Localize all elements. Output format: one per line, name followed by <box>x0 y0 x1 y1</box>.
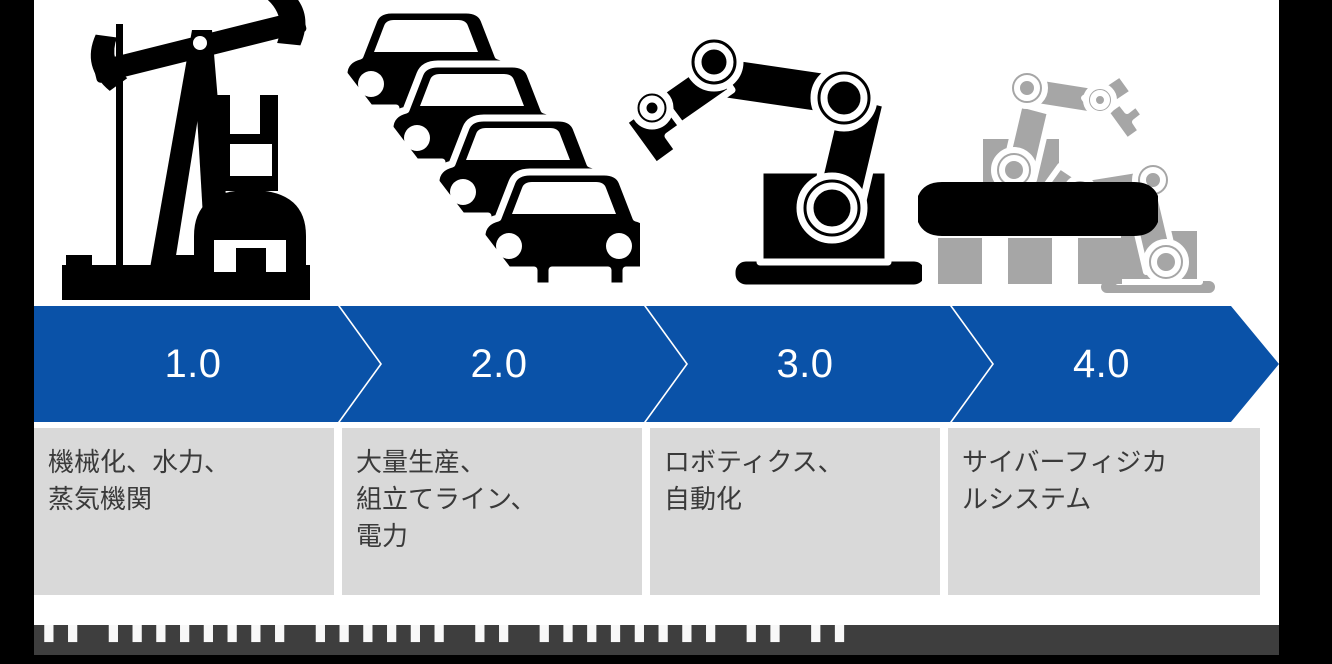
stage-arrow-3-label: 3.0 <box>776 342 834 386</box>
stage-description-band: 機械化、水力、 蒸気機関 大量生産、 組立てライン、 電力 ロボティクス、 自動… <box>34 428 1279 595</box>
slide-content-area: 1.0 2.0 3.0 4.0 機械化、水力、 蒸気機関 大量生産、 組立てライ… <box>34 0 1279 625</box>
stage-arrow-4-label: 4.0 <box>1072 342 1131 386</box>
stage-card-3-text: ロボティクス、 自動化 <box>664 447 844 514</box>
stage-card-2[interactable]: 大量生産、 組立てライン、 電力 <box>342 428 642 595</box>
stage-card-2-text: 大量生産、 組立てライン、 電力 <box>356 447 537 551</box>
oil-pumpjack-icon <box>44 0 334 300</box>
process-arrow-band: 1.0 2.0 3.0 4.0 <box>34 306 1279 422</box>
dual-robot-arms-icon <box>910 0 1270 300</box>
stage-card-3[interactable]: ロボティクス、 自動化 <box>650 428 940 595</box>
stage-card-4-text: サイバーフィジカ ルシステム <box>962 447 1168 514</box>
clipped-footer-row: ▮▮ ▮▮▮▮▮▮▮▮ ▮▮▮▮▮▮ ▮▮ ▮▮▮▮▮▮▮▮ ▮▮ ▮▮ <box>34 625 1279 664</box>
icon-band <box>34 0 1279 300</box>
clipped-footer-band: ▮▮ ▮▮▮▮▮▮▮▮ ▮▮▮▮▮▮ ▮▮ ▮▮▮▮▮▮▮▮ ▮▮ ▮▮ <box>34 625 1279 655</box>
stage-arrow-2-label: 2.0 <box>470 342 528 386</box>
stage-arrow-3[interactable]: 3.0 <box>646 306 992 422</box>
stage-card-4[interactable]: サイバーフィジカ ルシステム <box>948 428 1260 595</box>
robot-arm-icon <box>582 0 922 300</box>
stage-arrow-4[interactable]: 4.0 <box>952 306 1279 422</box>
stage-card-1-text: 機械化、水力、 蒸気機関 <box>48 447 231 514</box>
stage-arrow-2[interactable]: 2.0 <box>340 306 686 422</box>
stage-arrow-1-label: 1.0 <box>164 342 222 386</box>
stage-card-1[interactable]: 機械化、水力、 蒸気機関 <box>34 428 334 595</box>
stage-arrow-1[interactable]: 1.0 <box>34 306 380 422</box>
clipped-footer-text: ▮▮ ▮▮▮▮▮▮▮▮ ▮▮▮▮▮▮ ▮▮ ▮▮▮▮▮▮▮▮ ▮▮ ▮▮ <box>42 625 857 645</box>
